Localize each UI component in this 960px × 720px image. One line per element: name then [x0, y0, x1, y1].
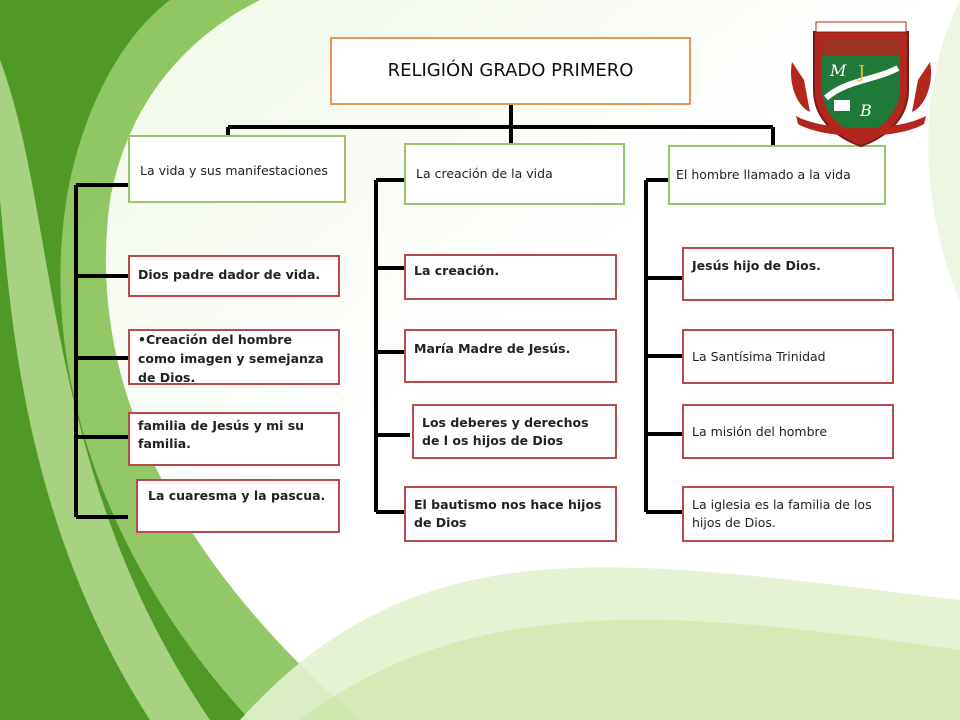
crest-letter-b: B [859, 101, 872, 120]
topic-box: Los deberes y derechos de l os hijos de … [412, 404, 617, 459]
topic-box: familia de Jesús y mi su familia. [128, 412, 340, 466]
topic-box: El bautismo nos hace hijos de Dios [404, 486, 617, 542]
school-crest-logo: M J B [790, 21, 932, 148]
topic-box: Dios padre dador de vida. [128, 255, 340, 297]
column-header-1: La vida y sus manifestaciones [128, 135, 346, 203]
topic-box: María Madre de Jesús. [404, 329, 617, 383]
column-header-3: El hombre llamado a la vida [668, 145, 886, 205]
topic-box: •Creación del hombre como imagen y semej… [128, 329, 340, 385]
crest-letter-j: J [856, 62, 865, 83]
topic-box: La misión del hombre [682, 404, 894, 459]
topic-box: Jesús hijo de Dios. [682, 247, 894, 301]
diagram-title: RELIGIÓN GRADO PRIMERO [330, 37, 691, 105]
crest-book-icon [834, 100, 850, 111]
topic-box: La cuaresma y la pascua. [136, 479, 340, 533]
column-header-2: La creación de la vida [404, 143, 625, 205]
topic-box: La iglesia es la familia de los hijos de… [682, 486, 894, 542]
topic-box: La Santísima Trinidad [682, 329, 894, 384]
crest-letter-m: M [829, 61, 847, 80]
topic-box: La creación. [404, 254, 617, 300]
